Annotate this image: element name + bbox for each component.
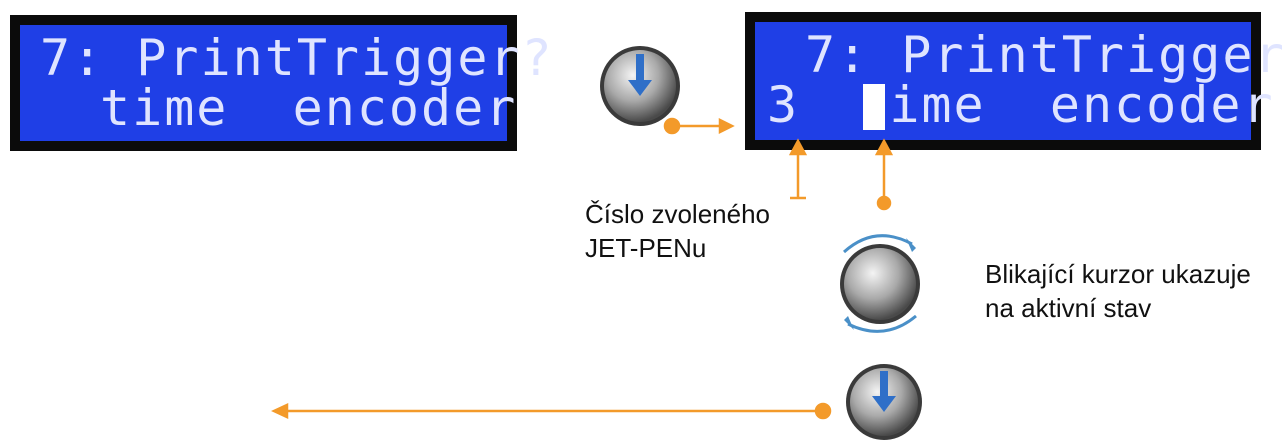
lcd-title: 7: PrintTrigger	[805, 26, 1282, 84]
lcd-line-1: 7: PrintTrigger*	[805, 30, 1282, 80]
caption-line: na aktivní stav	[985, 292, 1152, 323]
caption-blinking-cursor: Blikající kurzor ukazuje na aktivní stav	[985, 258, 1251, 326]
knob-press-icon	[846, 364, 922, 440]
lcd-line-1: 7: PrintTrigger?	[40, 29, 554, 87]
caption-line: JET-PENu	[585, 232, 707, 263]
arrowhead-up-number	[788, 138, 808, 156]
pen-number: 3	[767, 76, 800, 134]
caption-line: Číslo zvoleného	[585, 199, 770, 229]
caption-line: Blikající kurzor ukazuje	[985, 259, 1251, 289]
lcd-line-2: 3 ime encoder	[767, 80, 1275, 130]
cursor-pointer-dot	[876, 195, 892, 211]
knob-rotate-icon	[840, 234, 920, 333]
arrowhead-right	[718, 117, 735, 135]
lcd-display-menu: 7: PrintTrigger? time encoder	[10, 15, 552, 151]
lcd-line-2: time encoder	[100, 79, 518, 137]
lcd-display-edit: 7: PrintTrigger* 3 ime encoder	[745, 12, 1282, 150]
arrowhead-left	[271, 403, 289, 419]
lcd-options: ime encoder	[889, 76, 1275, 134]
blinking-cursor	[863, 84, 886, 130]
knob-press-icon	[600, 46, 680, 126]
caption-pen-number: Číslo zvoleného JET-PENu	[585, 198, 770, 266]
arrowhead-up-cursor	[874, 138, 894, 156]
